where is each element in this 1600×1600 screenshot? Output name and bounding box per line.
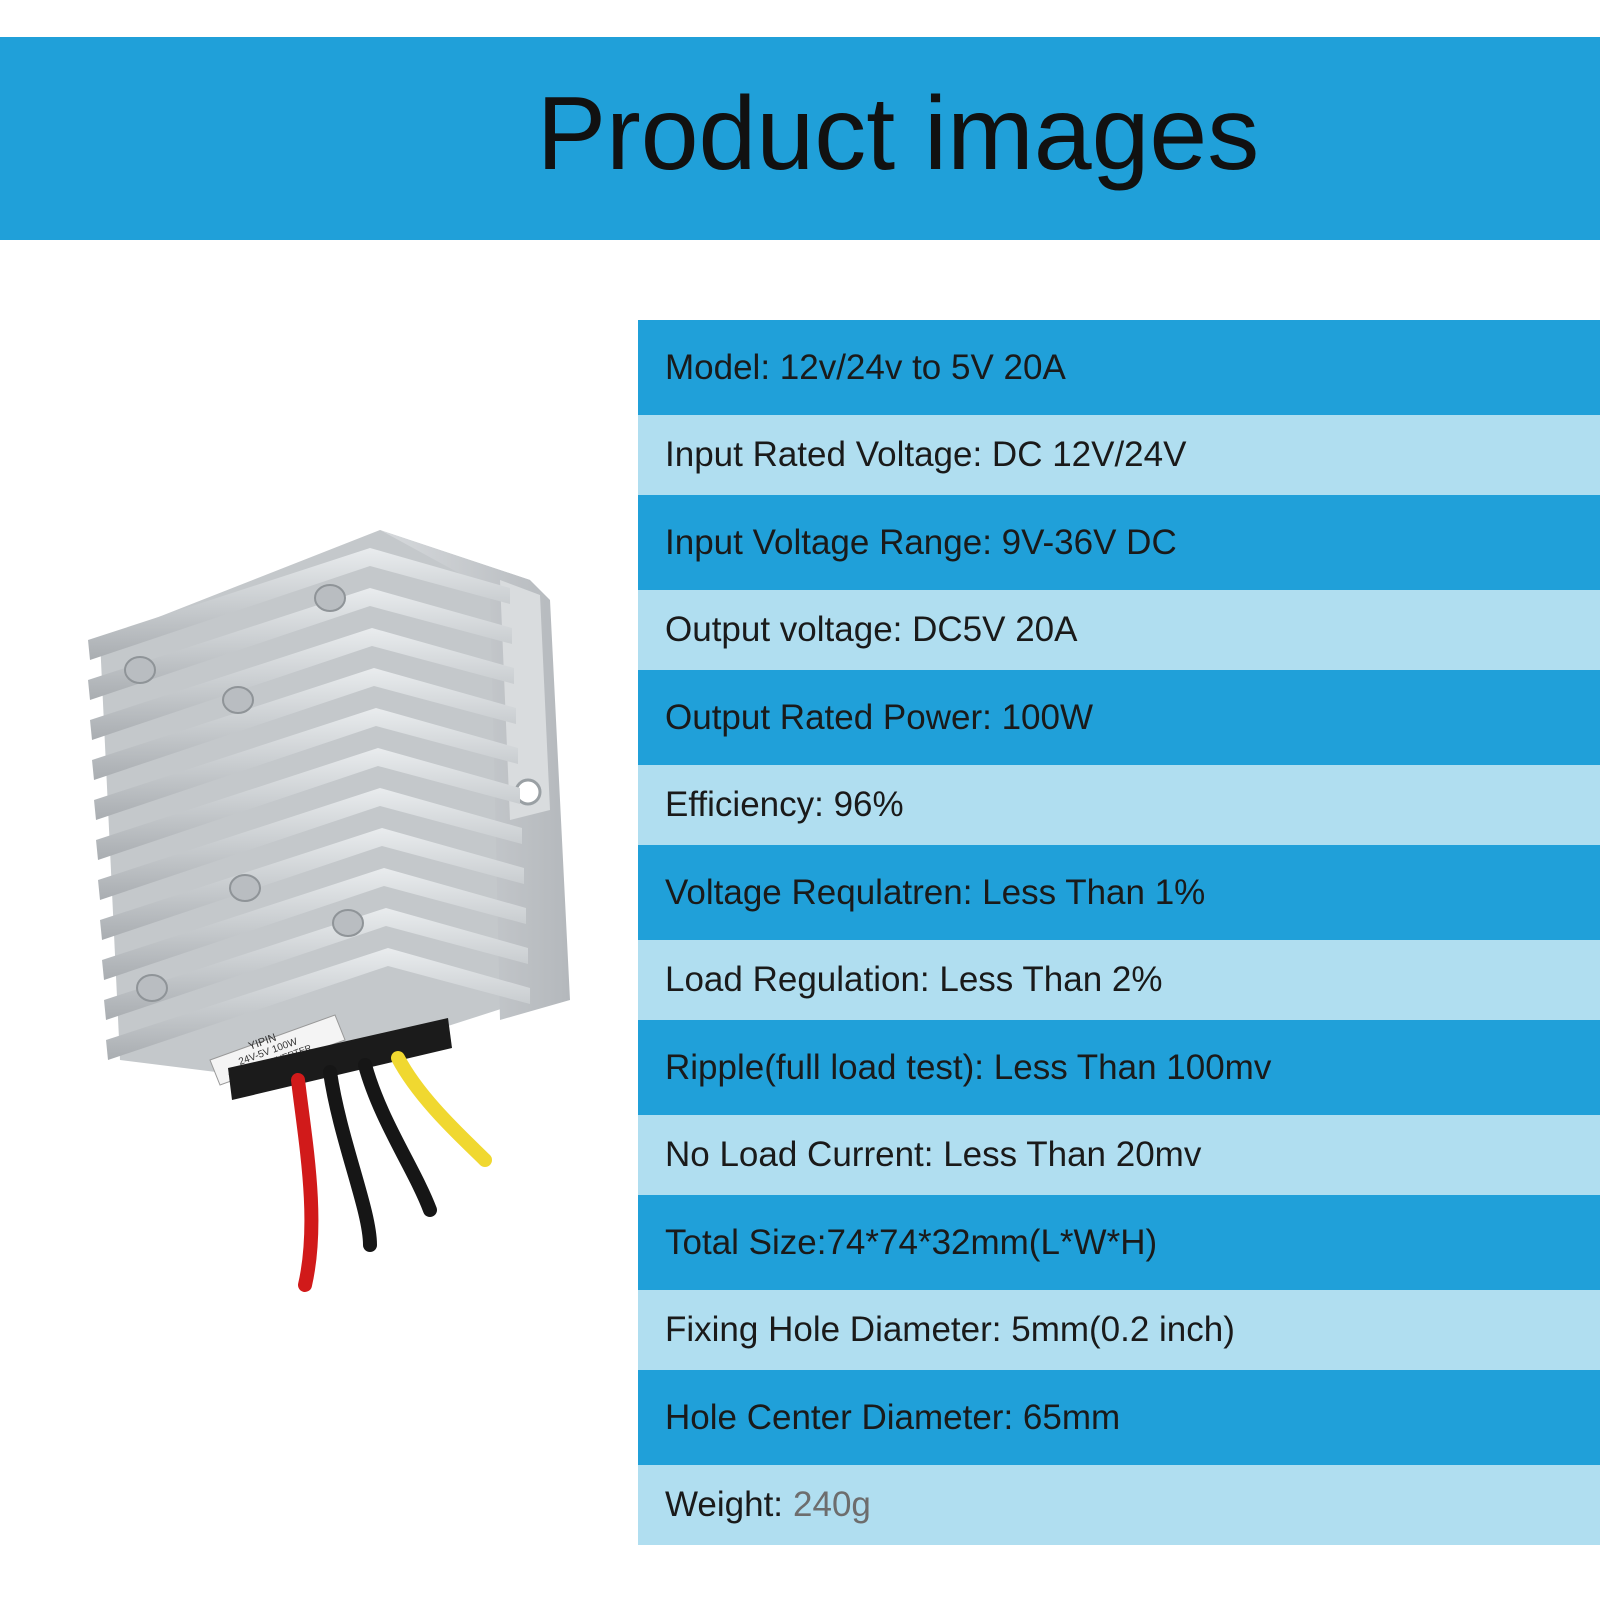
spec-text: Efficiency: 96% [665,785,904,824]
spec-row-no-load-current: No Load Current: Less Than 20mv [638,1115,1600,1195]
spec-row-input-rated-voltage: Input Rated Voltage: DC 12V/24V [638,415,1600,495]
spec-row-efficiency: Efficiency: 96% [638,765,1600,845]
spec-text: Hole Center Diameter: 65mm [665,1397,1121,1437]
spec-text: Fixing Hole Diameter: 5mm(0.2 inch) [665,1310,1235,1349]
spec-value: 240g [793,1485,871,1524]
spec-row-fixing-hole-diameter: Fixing Hole Diameter: 5mm(0.2 inch) [638,1290,1600,1370]
spec-text: Model: 12v/24v to 5V 20A [665,347,1066,387]
header-banner: Product images [0,37,1600,240]
spec-row-output-voltage: Output voltage: DC5V 20A [638,590,1600,670]
spec-text: Input Voltage Range: 9V-36V DC [665,522,1177,562]
specs-table: Model: 12v/24v to 5V 20A Input Rated Vol… [638,320,1600,1545]
yellow-wire [391,1051,492,1167]
spec-text: Output Rated Power: 100W [665,697,1093,737]
spec-text: Output voltage: DC5V 20A [665,610,1078,649]
spec-row-ripple: Ripple(full load test): Less Than 100mv [638,1020,1600,1115]
spec-row-weight: Weight: 240g [638,1465,1600,1545]
wire-gland [228,1018,452,1100]
spec-row-total-size: Total Size:74*74*32mm(L*W*H) [638,1195,1600,1290]
screw-bosses [124,584,364,1002]
red-wire [291,1073,319,1292]
spec-text: Ripple(full load test): Less Than 100mv [665,1047,1272,1087]
spec-row-input-voltage-range: Input Voltage Range: 9V-36V DC [638,495,1600,590]
spec-row-load-regulation: Load Regulation: Less Than 2% [638,940,1600,1020]
spec-text: Total Size:74*74*32mm(L*W*H) [665,1222,1158,1262]
black-wire-2 [358,1058,437,1217]
spec-text: Voltage Requlatren: Less Than 1% [665,872,1206,912]
wires [291,1051,492,1292]
spec-text: No Load Current: Less Than 20mv [665,1135,1202,1174]
converter-product-image: YIPIN 24V-5V 100W DC/DC CONVERTER [88,530,570,1292]
spec-text: Input Rated Voltage: DC 12V/24V [665,435,1187,474]
spec-label: Weight: [665,1485,784,1524]
spec-text: Load Regulation: Less Than 2% [665,960,1163,999]
spec-row-voltage-regulation: Voltage Requlatren: Less Than 1% [638,845,1600,940]
spec-row-output-rated-power: Output Rated Power: 100W [638,670,1600,765]
page-title: Product images [536,76,1260,192]
black-wire-1 [323,1065,377,1252]
spec-row-hole-center-diameter: Hole Center Diameter: 65mm [638,1370,1600,1465]
spec-row-model: Model: 12v/24v to 5V 20A [638,320,1600,415]
